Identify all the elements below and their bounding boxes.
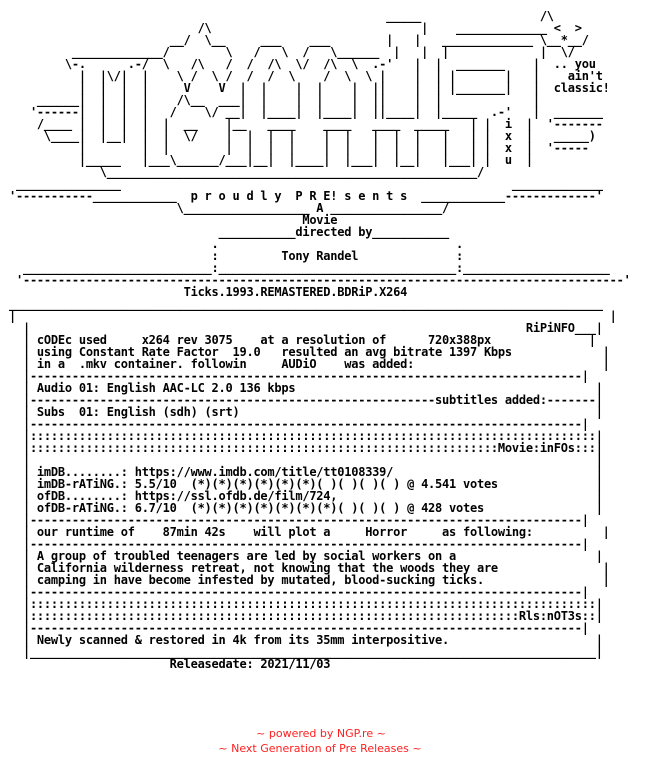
release-title: Ticks.1993.REMASTERED.BDRiP.X264 (2, 285, 408, 299)
ascii-art-line: ___________________________:____________… (2, 261, 610, 275)
ofdb-link[interactable]: | ofDB........: https://ssl.ofdb.de/film… (2, 489, 603, 503)
ascii-art-line: | | | | V V | | | | | || | | |_______| |… (2, 81, 610, 95)
ascii-art-line: /____ | | | | | __ |__ ____ ____ ____ __… (2, 117, 603, 131)
ascii-art-line: ______| | | | /\__ ___| | | | | || | | | (2, 93, 540, 107)
presents-line: '-----------____________ p r o u d l y P… (2, 189, 603, 203)
ascii-art-line: _____________/ \ / \ / \______ | | | | \… (2, 45, 575, 59)
divider-line: |---------------------------------------… (2, 585, 589, 599)
subtitle-line: \__________________ A ________________/ (2, 201, 450, 215)
imdb-rating: | imDB-rATiNG.: 5.5/10 (*)(*)(*)(*)(*)(*… (2, 477, 603, 491)
info-box-line: | | (2, 453, 603, 467)
section-header: |:::::::::::::::::::::::::::::::::::::::… (2, 441, 603, 455)
plot-line: | A group of troubled teenagers are led … (2, 549, 603, 563)
ascii-art-line: _____ /\ (2, 9, 554, 23)
subtitle-line: Movie (2, 213, 338, 227)
ascii-art-line: __/ \__ ___ ___ | | _____________ \__*__… (2, 33, 589, 47)
info-box-line: | | (2, 309, 617, 323)
info-box-line: |_______________________________________… (2, 645, 603, 659)
subs-line: | Subs 01: English (sdh) (srt) | (2, 405, 603, 419)
divider-line: |---------------------------------------… (2, 393, 603, 407)
ascii-art-line: . . (2, 237, 464, 251)
ascii-art-line: '---------------------------------------… (2, 273, 631, 287)
ascii-art-line: |_____ |___\______/___|__| |____| |___| … (2, 153, 533, 167)
tagline: ~ Next Generation of Pre Releases ~ (218, 742, 422, 755)
divider-line: |---------------------------------------… (2, 369, 589, 383)
ascii-art-line: '------| | | | / \/ __| |____| |____| ||… (2, 105, 603, 119)
divider-line: |---------------------------------------… (2, 417, 589, 431)
ascii-art-line: | | | | | | | | | | | | | | | x | '----- (2, 141, 589, 155)
divider-line: |:::::::::::::::::::::::::::::::::::::::… (2, 597, 603, 611)
imdb-link[interactable]: | imDB........: https://www.imdb.com/tit… (2, 465, 603, 479)
divider-line: |:::::::::::::::::::::::::::::::::::::::… (2, 429, 603, 443)
audio-line: | Audio 01: English AAC-LC 2.0 136 kbps … (2, 381, 603, 395)
runtime-line: | our runtime of 87min 42s will plot a H… (2, 525, 610, 539)
ascii-art-line: \____| |__| | | \/ | | | | | | | | | | |… (2, 129, 596, 143)
divider-line: |---------------------------------------… (2, 537, 589, 551)
ofdb-rating: | ofDB-rATiNG.: 6.7/10 (*)(*)(*)(*)(*)(*… (2, 501, 603, 515)
ascii-art-line: /\ | _____________ < > (2, 21, 582, 35)
codec-line: | cODEc used x264 rev 3075 at a resoluti… (2, 333, 596, 347)
nfo-text: _____ /\ /\ | _____________ < > __/ \__ … (2, 10, 631, 670)
ascii-art-line: \-. .-/ \ /\ / / /\ \/ /\ \ .-' | | ____… (2, 57, 596, 71)
ascii-art-line: _______________ _____________ (2, 177, 603, 191)
director-line: ___________directed by___________ (2, 225, 450, 239)
ascii-art-line: \_______________________________________… (2, 165, 484, 179)
container-line: | in a .mkv container. followin AUDiO wa… (2, 357, 610, 371)
divider-line: |---------------------------------------… (2, 621, 589, 635)
ascii-art-line: | |\/| | \ / \ / / / \ / \ \ | | | | | |… (2, 69, 603, 83)
director-name: : Tony Randel : (2, 249, 464, 263)
section-header: |:::::::::::::::::::::::::::::::::::::::… (2, 609, 603, 623)
powered-by-line[interactable]: ~ powered by NGP.re ~ (256, 727, 386, 740)
divider-line: |---------------------------------------… (2, 513, 589, 527)
notes-line: | Newly scanned & restored in 4k from it… (2, 633, 603, 647)
info-box-line: ________________________________________… (2, 297, 603, 311)
plot-line: | California wilderness retreat, not kno… (2, 561, 610, 575)
info-box-line: | RiPiNFO___| (2, 321, 603, 335)
bitrate-line: | using Constant Rate Factor 19.0 result… (2, 345, 610, 359)
plot-line: | camping in have become infested by mut… (2, 573, 610, 587)
release-date: Releasedate: 2021/11/03 (2, 657, 331, 671)
